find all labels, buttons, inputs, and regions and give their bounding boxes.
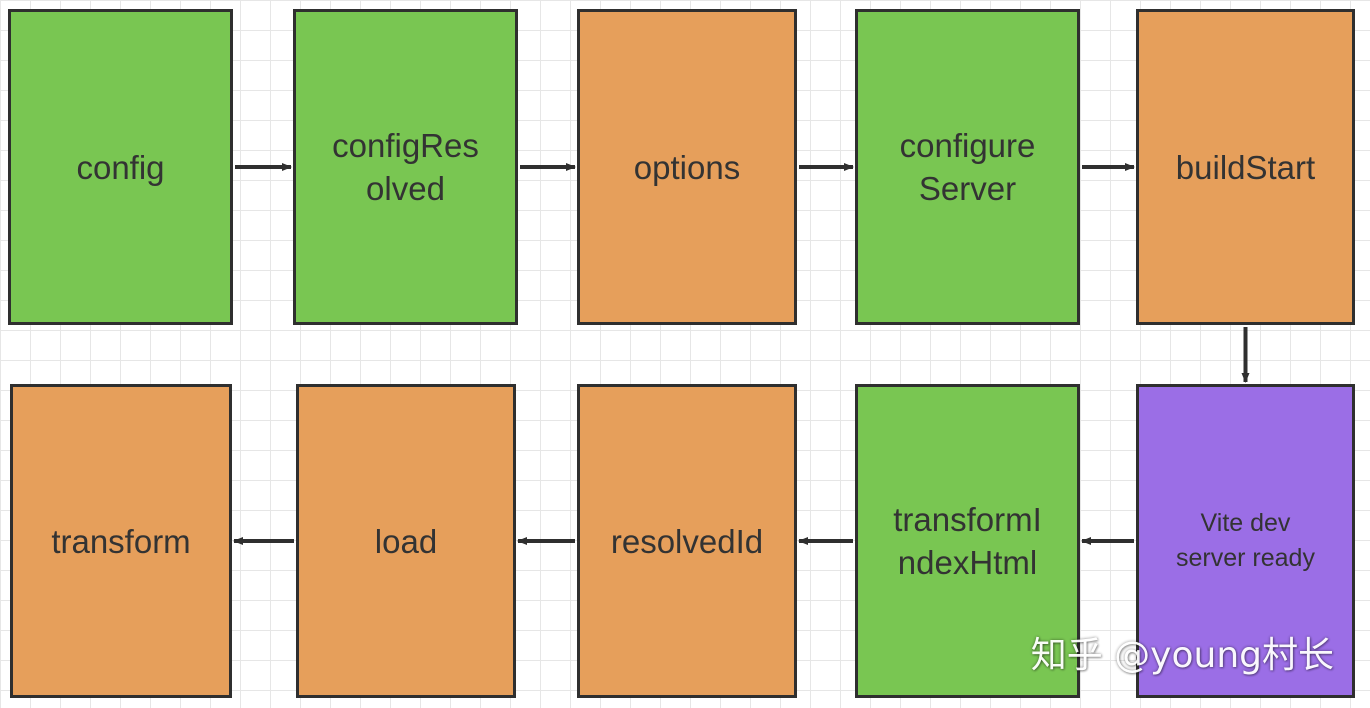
node-config-resolved: configRes olved (293, 9, 518, 325)
node-configure-server-label: configure Server (899, 127, 1036, 207)
node-transform-index-html-label: transformI ndexHtml (893, 501, 1042, 581)
node-build-start-label: buildStart (1175, 148, 1316, 186)
node-vite-dev-server-ready: Vite dev server ready (1136, 384, 1355, 698)
watermark: 知乎 @young村长 (1030, 635, 1334, 676)
node-config-label: config (76, 148, 165, 186)
node-configure-server: configure Server (855, 9, 1080, 325)
node-resolved-id-label: resolvedId (610, 522, 764, 560)
node-transform-index-html: transformI ndexHtml (855, 384, 1080, 698)
node-build-start: buildStart (1136, 9, 1355, 325)
node-transform-label: transform (51, 522, 191, 560)
node-transform: transform (10, 384, 232, 698)
node-load-label: load (374, 522, 438, 560)
node-options: options (577, 9, 797, 325)
node-vite-dev-server-ready-label: Vite dev server ready (1176, 509, 1315, 572)
node-config-resolved-label: configRes olved (332, 127, 479, 207)
node-options-label: options (633, 148, 741, 186)
node-resolved-id: resolvedId (577, 384, 797, 698)
node-load: load (296, 384, 516, 698)
node-config: config (8, 9, 233, 325)
